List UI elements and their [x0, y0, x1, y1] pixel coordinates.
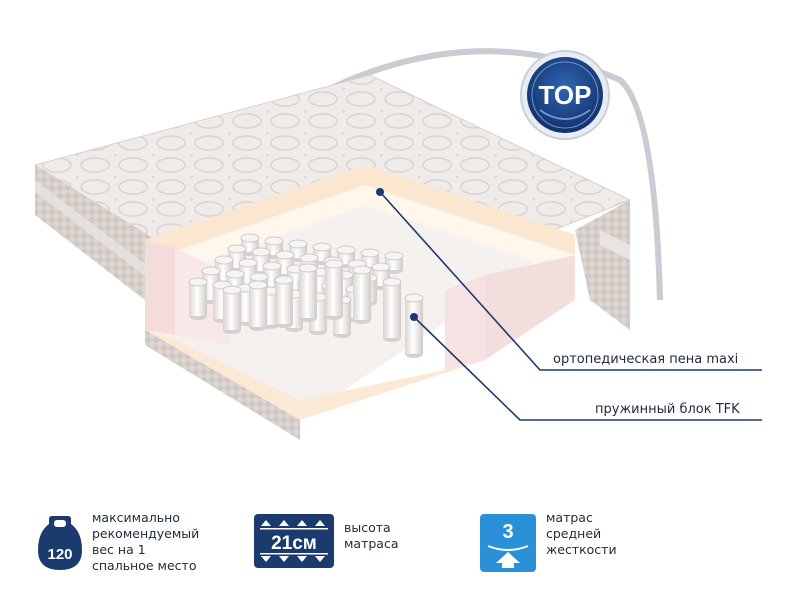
top-badge: TOP — [520, 50, 610, 140]
svg-text:21см: 21см — [271, 533, 317, 554]
spring-coil — [248, 280, 268, 331]
foam-back-wall — [145, 165, 575, 262]
mattress-illustration: TOP — [33, 48, 762, 440]
feature-height-line: матраса — [344, 536, 399, 551]
svg-text:120: 120 — [47, 546, 72, 563]
base-foam — [145, 330, 485, 420]
feature-firmness-line: средней — [546, 526, 602, 541]
feature-weight-line: рекомендуемый — [92, 526, 200, 541]
spring-block — [188, 233, 424, 358]
spring-coil — [404, 293, 424, 358]
feature-firmness: 3 матрас средней жесткости — [480, 510, 617, 572]
mattress-side-right — [575, 200, 630, 330]
callout-line-foam — [379, 191, 762, 371]
feature-firmness-text: матрас средней жесткости — [546, 510, 617, 558]
callout-label-springs: пружинный блок TFK — [595, 402, 740, 417]
spring-coil — [188, 277, 208, 320]
spring-coil — [352, 265, 372, 324]
pink-foam-left — [145, 240, 175, 335]
weight-icon: 120 — [38, 510, 82, 572]
feature-weight-line: максимально — [92, 510, 180, 525]
spring-coil — [274, 275, 294, 328]
callout-label-foam: ортопедическая пена maxi — [553, 352, 739, 367]
feature-firmness-line: матрас — [546, 510, 593, 525]
firmness-icon: 3 — [480, 510, 536, 572]
feature-height-text: высота матраса — [344, 520, 399, 552]
feature-weight-line: спальное место — [92, 558, 197, 573]
feature-height: 21см высота матраса — [254, 510, 399, 572]
spring-coil — [298, 263, 318, 322]
spring-coil — [324, 259, 344, 320]
top-badge-label: TOP — [539, 80, 592, 110]
feature-height-line: высота — [344, 520, 391, 535]
feature-weight-line: вес на 1 — [92, 542, 146, 557]
svg-text:3: 3 — [502, 521, 513, 543]
height-icon: 21см — [254, 510, 334, 572]
spring-coil — [382, 277, 402, 342]
callout-line-springs — [413, 316, 762, 421]
pink-foam-right — [445, 275, 485, 370]
feature-firmness-line: жесткости — [546, 542, 617, 557]
background-arc — [288, 48, 663, 301]
feature-weight: 120 максимально рекомендуемый вес на 1 с… — [38, 510, 199, 574]
feature-weight-text: максимально рекомендуемый вес на 1 спаль… — [92, 510, 199, 574]
spring-coil — [222, 285, 242, 334]
